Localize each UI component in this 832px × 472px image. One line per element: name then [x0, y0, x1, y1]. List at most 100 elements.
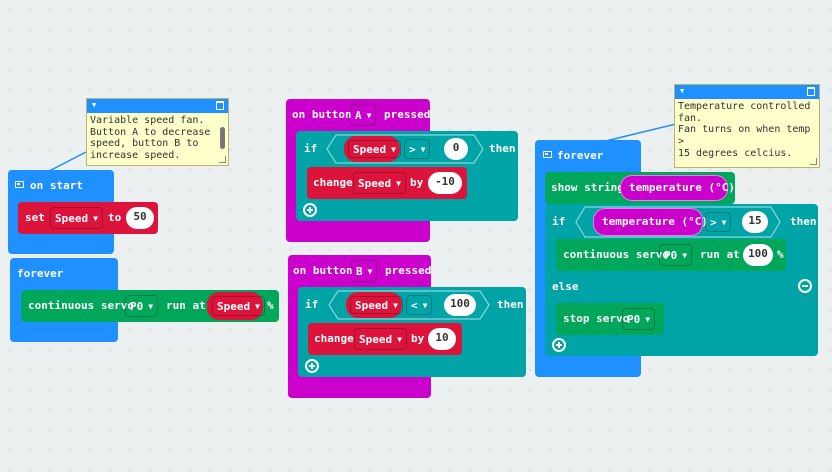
- stop-servo-label: stop servo: [563, 312, 630, 325]
- add-else-icon[interactable]: [303, 203, 317, 217]
- chevron-down-icon: ▼: [682, 251, 688, 260]
- variable-name: Speed: [359, 333, 393, 346]
- note-header[interactable]: ▼: [87, 99, 228, 113]
- if-label: if: [552, 215, 566, 228]
- comment-icon[interactable]: [15, 181, 24, 188]
- compare-value-input[interactable]: 15: [742, 211, 768, 233]
- change-speed-block-b[interactable]: change Speed ▼ by 10: [308, 323, 462, 355]
- button-dropdown-a[interactable]: A▼: [350, 104, 377, 126]
- set-label: set: [25, 211, 45, 224]
- pin-name: P0: [664, 249, 678, 262]
- chevron-down-icon: ▼: [148, 302, 154, 311]
- forever-label: forever: [557, 149, 604, 162]
- resize-grip-icon[interactable]: [219, 156, 226, 163]
- chevron-down-icon: ▼: [420, 145, 426, 154]
- on-button-label: on button: [292, 108, 352, 121]
- temperature-reporter[interactable]: temperature (°C): [620, 175, 735, 201]
- operator-symbol: >: [409, 143, 416, 156]
- chevron-down-icon: ▼: [422, 301, 428, 310]
- then-label: then: [489, 142, 516, 155]
- chevron-down-icon: ▼: [397, 335, 402, 344]
- pin-name: P0: [130, 300, 144, 313]
- trash-icon[interactable]: [216, 101, 224, 110]
- remove-else-icon[interactable]: [798, 279, 812, 293]
- on-start-label: on start: [30, 179, 83, 192]
- chevron-down-icon: ▼: [93, 214, 98, 223]
- pressed-label: pressed: [385, 264, 432, 277]
- speed-variable-reporter[interactable]: Speed▼: [346, 292, 403, 318]
- comment-note-1[interactable]: ▼ Variable speed fan. Button A to decrea…: [86, 98, 229, 166]
- show-string-block[interactable]: show string temperature (°C): [545, 172, 735, 204]
- note-text[interactable]: Variable speed fan. Button A to decrease…: [90, 115, 211, 162]
- operator-symbol: <: [411, 299, 418, 312]
- operator-dropdown[interactable]: <▼: [406, 295, 433, 315]
- button-name: A: [355, 109, 362, 122]
- add-else-if-icon[interactable]: [552, 338, 566, 352]
- if-label: if: [305, 298, 319, 311]
- collapse-triangle-icon[interactable]: ▼: [92, 101, 97, 109]
- percent-label: %: [777, 248, 784, 261]
- by-label: by: [411, 332, 425, 345]
- forever-label: forever: [17, 267, 64, 280]
- variable-dropdown-speed[interactable]: Speed▼: [50, 207, 103, 229]
- to-label: to: [108, 211, 122, 224]
- temperature-reporter[interactable]: temperature (°C): [593, 208, 708, 236]
- variable-name: Speed: [353, 143, 387, 156]
- pin-dropdown-p0[interactable]: P0 ▼: [659, 244, 693, 266]
- variable-name: Speed: [358, 177, 392, 190]
- comment-note-2[interactable]: ▼ Temperature controlled fan. Fan turns …: [674, 84, 820, 168]
- set-speed-block[interactable]: set Speed▼ to 50: [18, 202, 158, 234]
- variable-dropdown-speed[interactable]: Speed ▼: [348, 140, 401, 158]
- stop-servo-block[interactable]: stop servo P0▼: [556, 303, 664, 335]
- chevron-down-icon: ▼: [366, 111, 372, 120]
- run-at-label: run at: [166, 299, 206, 312]
- resize-grip-icon[interactable]: [810, 158, 817, 165]
- by-label: by: [410, 176, 424, 189]
- servo-speed-input[interactable]: 100: [743, 244, 773, 266]
- note-scrollbar[interactable]: [220, 127, 225, 149]
- run-at-label: run at: [700, 248, 740, 261]
- set-value-input[interactable]: 50: [126, 207, 154, 229]
- note-header[interactable]: ▼: [675, 85, 819, 99]
- continuous-servo-label: continuous servo: [28, 299, 134, 312]
- add-else-icon[interactable]: [305, 359, 319, 373]
- if-label: if: [304, 142, 318, 155]
- change-value-input[interactable]: -10: [428, 172, 462, 194]
- percent-label: %: [267, 299, 274, 312]
- change-speed-block-a[interactable]: change Speed▼ by -10: [307, 167, 467, 199]
- operator-dropdown[interactable]: >▼: [404, 139, 431, 159]
- button-name: B: [356, 265, 363, 278]
- operator-dropdown[interactable]: >▼: [705, 212, 732, 232]
- then-label: then: [790, 215, 817, 228]
- comment-icon[interactable]: [543, 151, 552, 158]
- variable-dropdown-speed[interactable]: Speed▼: [350, 296, 403, 314]
- pin-dropdown-p0[interactable]: P0▼: [622, 308, 656, 330]
- compare-value-input[interactable]: 100: [444, 294, 476, 316]
- continuous-servo-block-2[interactable]: continuous servo P0 ▼ run at 100 %: [556, 239, 786, 271]
- variable-name: Speed: [355, 299, 389, 312]
- collapse-triangle-icon[interactable]: ▼: [680, 87, 685, 95]
- pressed-label: pressed: [384, 108, 431, 121]
- chevron-down-icon: ▼: [391, 145, 396, 154]
- show-string-label: show string: [551, 181, 624, 194]
- speed-variable-reporter[interactable]: Speed ▼: [344, 136, 401, 162]
- variable-dropdown-speed[interactable]: Speed ▼: [354, 328, 407, 350]
- variable-dropdown-speed[interactable]: Speed▼: [212, 296, 265, 316]
- variable-dropdown-speed[interactable]: Speed▼: [353, 172, 406, 194]
- operator-symbol: >: [710, 216, 717, 229]
- trash-icon[interactable]: [807, 87, 815, 96]
- change-value-input[interactable]: 10: [428, 328, 456, 350]
- speed-variable-reporter[interactable]: Speed▼: [207, 292, 265, 320]
- note-text[interactable]: Temperature controlled fan. Fan turns on…: [678, 101, 811, 159]
- chevron-down-icon: ▼: [645, 315, 651, 324]
- button-dropdown-b[interactable]: B▼: [351, 260, 378, 282]
- chevron-down-icon: ▼: [255, 302, 260, 311]
- compare-value-input[interactable]: 0: [444, 138, 468, 160]
- continuous-servo-block-1[interactable]: continuous servo P0 ▼ run at Speed▼ %: [21, 290, 279, 322]
- change-label: change: [314, 332, 354, 345]
- on-button-label: on button: [293, 264, 353, 277]
- pin-dropdown-p0[interactable]: P0 ▼: [125, 295, 159, 317]
- chevron-down-icon: ▼: [721, 218, 727, 227]
- change-label: change: [313, 176, 353, 189]
- continuous-servo-label: continuous servo: [563, 248, 669, 261]
